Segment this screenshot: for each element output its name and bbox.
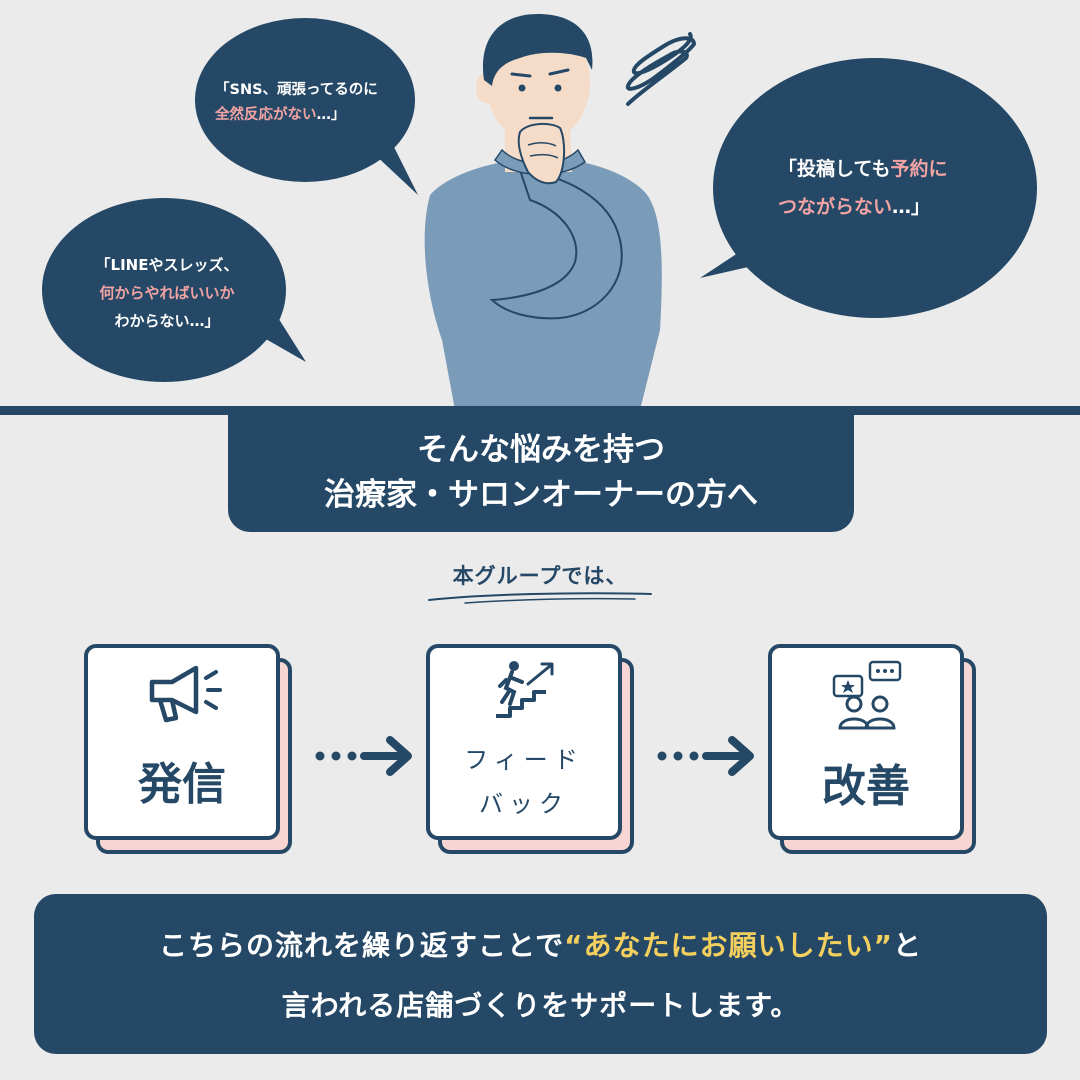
illustration	[42, 14, 1037, 410]
step-label-feedback-1: フィード	[464, 746, 584, 774]
bottom-line-1: こちらの流れを繰り返すことで“あなたにお願いしたい”と	[159, 929, 922, 962]
speech-bubble-top-left	[195, 18, 418, 195]
team-feedback-icon	[832, 660, 902, 730]
arrow-right-icon-1	[315, 736, 412, 776]
intro-underline	[428, 592, 652, 604]
bubble-text-top-left: 「SNS、頑張ってるのに 全然反応がない…」	[215, 82, 378, 124]
bubble-text-right: 「投稿しても予約に つながらない…」	[778, 158, 948, 218]
step-label-hasshin: 発信	[138, 759, 226, 810]
climbing-stairs-icon	[496, 661, 554, 718]
confusion-scribble-icon	[625, 32, 697, 106]
step-card-kaizen: 改善	[768, 644, 976, 854]
banner-line-2: 治療家・サロンオーナーの方へ	[324, 476, 758, 513]
headline-banner: そんな悩みを持つ 治療家・サロンオーナーの方へ	[228, 414, 854, 532]
step-label-kaizen: 改善	[822, 761, 910, 812]
step-card-feedback: フィード バック	[426, 644, 634, 854]
speech-bubble-left	[42, 198, 306, 382]
person-thinking	[424, 14, 662, 410]
step-card-hasshin: 発信	[84, 644, 292, 854]
bubble-text-left: 「LINEやスレッズ、 何からやればいいか わからない…」	[95, 256, 239, 330]
speech-bubble-right	[700, 58, 1037, 318]
intro-text: 本グループでは、	[452, 564, 628, 588]
step-label-feedback-2: バック	[479, 790, 569, 818]
megaphone-icon	[149, 665, 222, 723]
arrow-right-icon-2	[657, 736, 754, 776]
banner-line-1: そんな悩みを持つ	[417, 432, 665, 468]
bottom-line-2: 言われる店舗づくりをサポートします。	[281, 989, 800, 1023]
divider-line	[0, 406, 1080, 415]
bottom-message: こちらの流れを繰り返すことで“あなたにお願いしたい”と 言われる店舗づくりをサポ…	[34, 894, 1047, 1054]
